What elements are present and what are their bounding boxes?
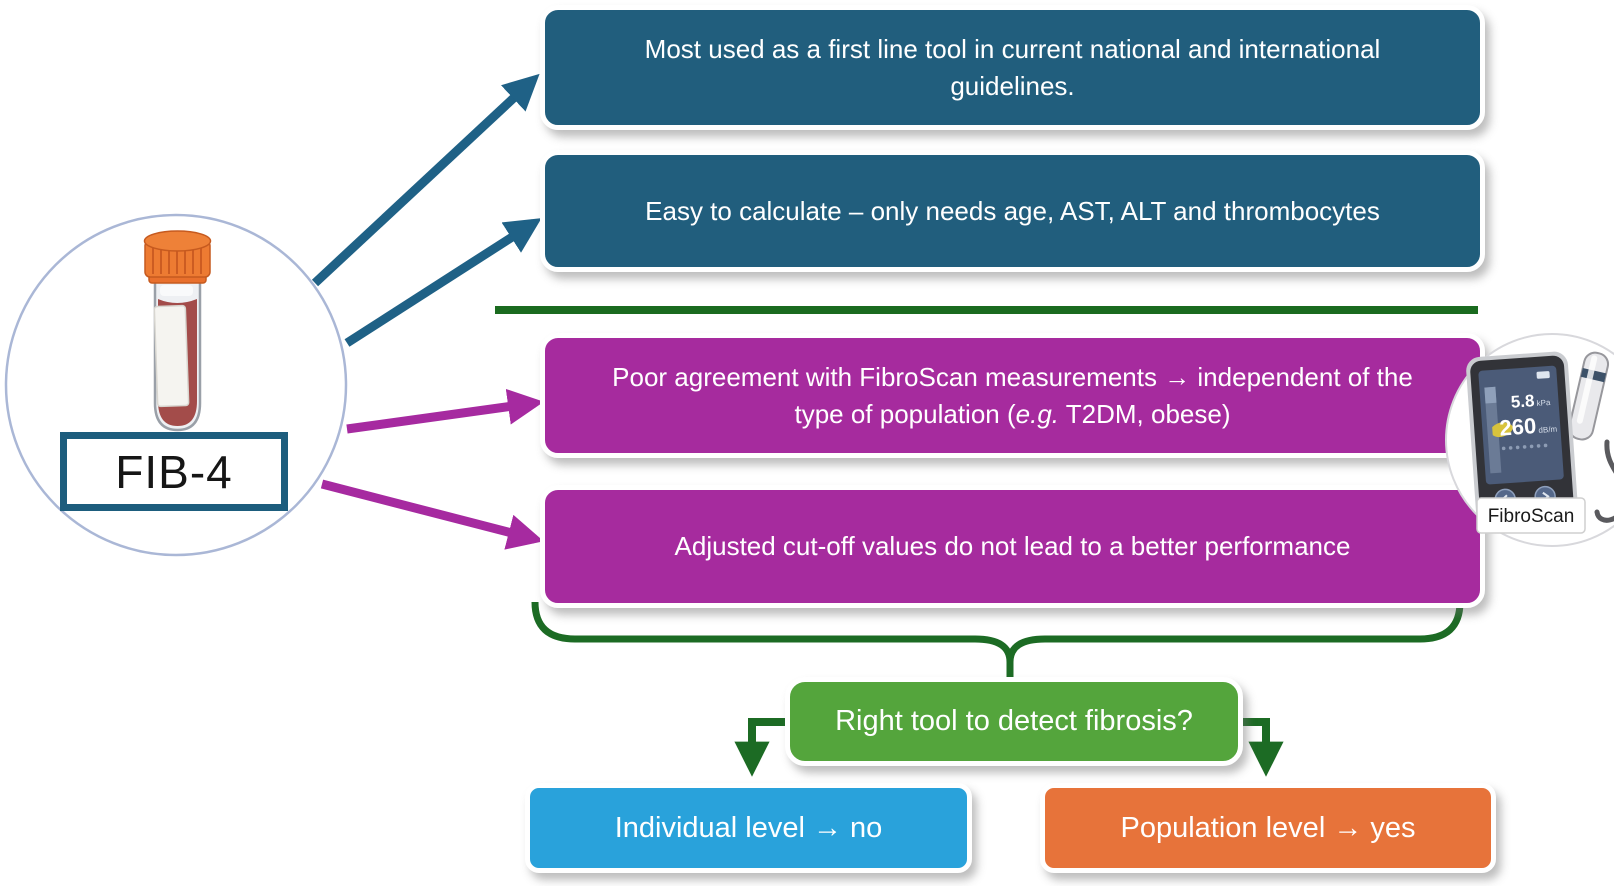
battery-icon [1536,371,1550,379]
limitation-1-italic: e.g. [1015,398,1060,429]
device-caption-text: FibroScan [1488,506,1575,527]
fibroscan-device-icon: 5.8 kPa 260 dB/m FibroScan [1445,333,1614,547]
limitation-box-fibroscan-agreement-text: Poor agreement with FibroScan measuremen… [585,359,1440,432]
limitation-box-cutoffs: Adjusted cut-off values do not lead to a… [540,485,1485,608]
hub-label-text: FIB-4 [115,445,233,498]
probe-cable [1594,439,1614,523]
blood-tube-icon [143,230,212,432]
strength-box-guidelines: Most used as a first line tool in curren… [540,5,1485,130]
question-box: Right tool to detect fibrosis? [785,677,1243,766]
question-box-text: Right tool to detect fibrosis? [835,705,1193,738]
limitation-1-suffix: T2DM, obese) [1059,398,1231,429]
connector-to-yes [1238,718,1284,777]
strength-box-easy-calc: Easy to calculate – only needs age, AST,… [540,150,1485,272]
strength-box-guidelines-text: Most used as a first line tool in curren… [644,34,1381,101]
fibroscan-illustration: 5.8 kPa 260 dB/m FibroScan [1437,330,1614,552]
arrow-to-limitation-1 [346,388,544,434]
arrow-to-strength-1 [311,73,540,287]
device-caption-box [1476,497,1586,534]
arrow-to-limitation-2 [320,479,544,550]
limitation-box-cutoffs-text: Adjusted cut-off values do not lead to a… [674,531,1351,562]
answer-box-individual: Individual level → no [525,783,972,873]
connector-to-no [734,718,790,777]
limitations-brace [531,601,1464,676]
answer-box-population: Population level → yes [1040,783,1496,873]
stiffness-value: 5.8 [1510,391,1535,412]
answer-box-population-text: Population level → yes [1120,811,1416,844]
cap-unit: dB/m [1538,425,1558,435]
arrow-to-strength-2 [344,218,542,347]
strength-box-easy-calc-text: Easy to calculate – only needs age, AST,… [645,195,1380,226]
limitation-box-fibroscan-agreement: Poor agreement with FibroScan measuremen… [540,333,1485,458]
probe-icon [1568,351,1610,441]
hub-label-box: FIB-4 [60,432,288,511]
device-body: 5.8 kPa 260 dB/m [1466,351,1578,525]
limitation-1-prefix: Poor agreement with FibroScan measuremen… [612,362,1413,429]
cap-value: 260 [1499,413,1537,441]
stiffness-unit: kPa [1536,398,1551,408]
liver-icon [1492,422,1513,438]
answer-box-individual-text: Individual level → no [614,811,883,844]
